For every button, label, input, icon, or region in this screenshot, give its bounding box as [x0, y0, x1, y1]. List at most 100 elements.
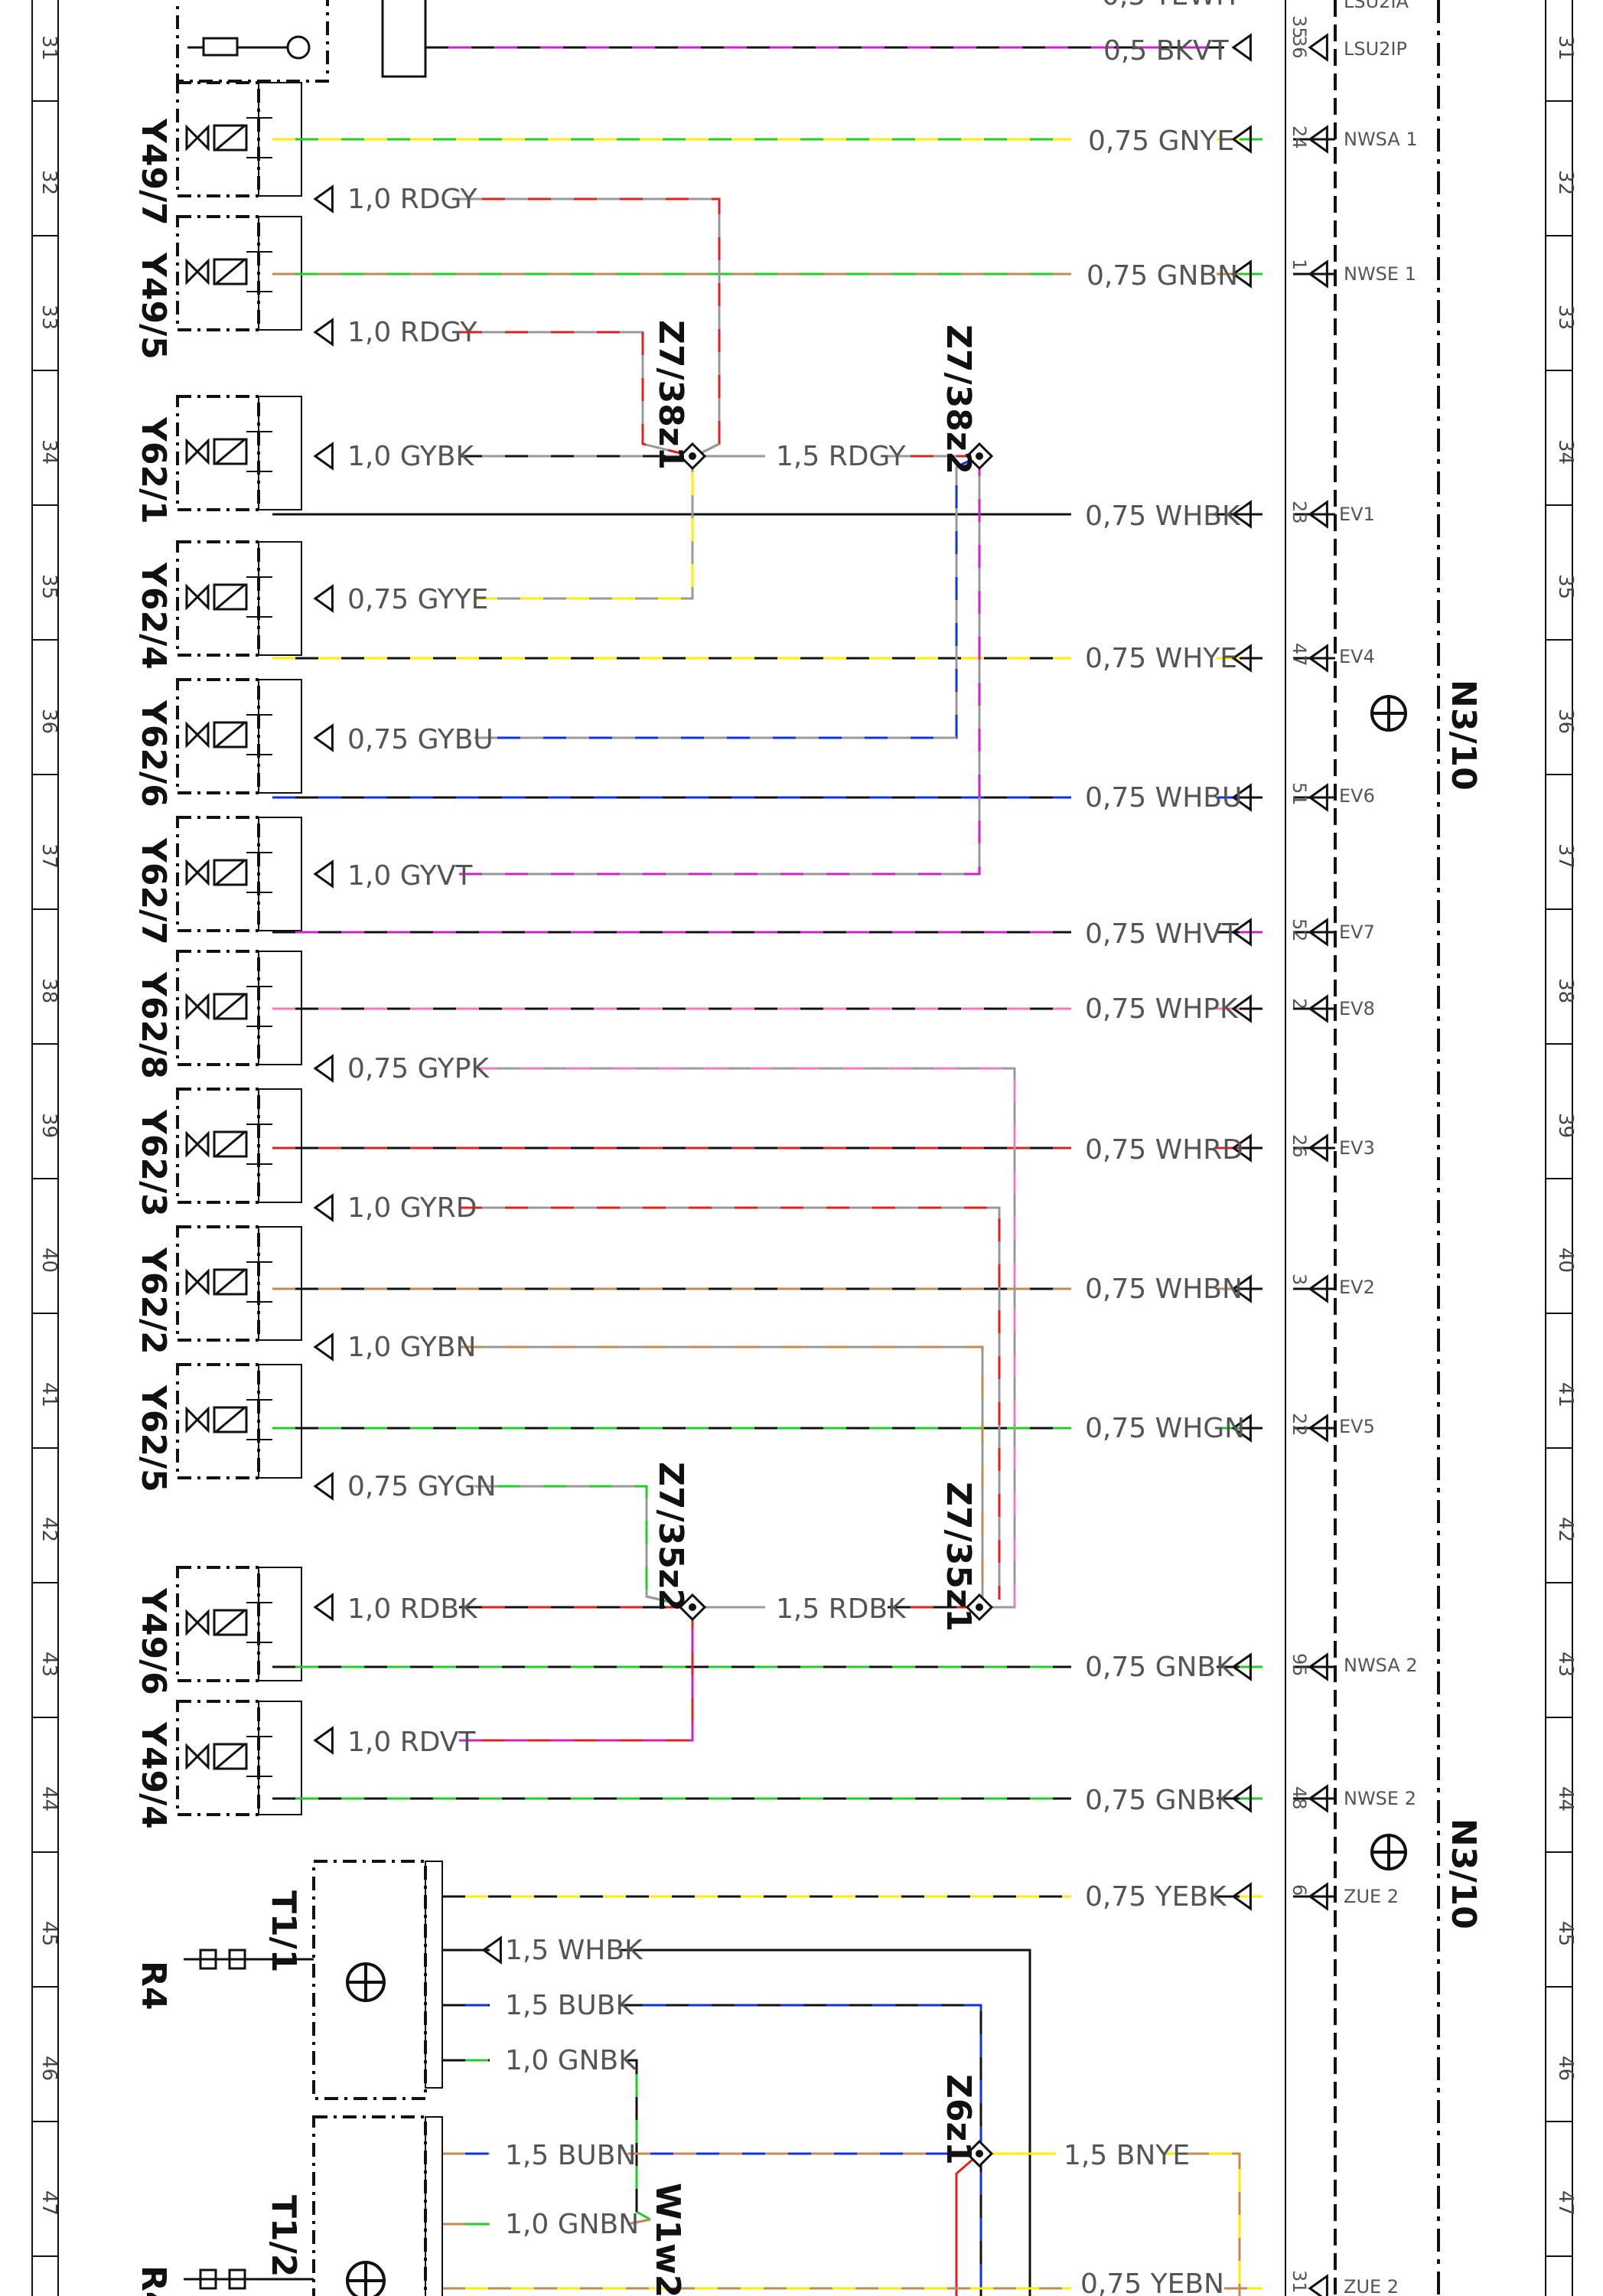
wire-label: 0,75 WHBN: [1085, 1274, 1243, 1305]
connector-arrow-icon: [313, 584, 334, 613]
row-number: 37: [1554, 843, 1577, 869]
wire-label: 0,75 YEBK: [1085, 1881, 1227, 1913]
row-number: 45: [1554, 1921, 1577, 1946]
solenoid-coil-icon: [213, 1743, 248, 1770]
row-number: 43: [37, 1652, 60, 1677]
connector-arrow-icon: [1231, 125, 1252, 154]
connector-arrow-icon: [1231, 1882, 1252, 1911]
connector-arrow-icon: [1231, 33, 1252, 62]
wire-gyrd-stripe: [459, 1206, 1001, 1600]
wire-bubk-stripe: [620, 2004, 982, 2296]
connector-arrow-icon: [1231, 1784, 1252, 1813]
splice-dot-icon: [689, 452, 696, 460]
pin-number: 36: [1289, 35, 1310, 59]
component-label: Y62/4: [134, 562, 173, 670]
row-number: 38: [1554, 978, 1577, 1003]
connector-arrow-icon: [1308, 1784, 1328, 1813]
pin-name: NWSA 2: [1344, 1655, 1418, 1676]
wire-label: 1,0 GYBN: [347, 1332, 476, 1363]
pin-number: 31: [1289, 2270, 1310, 2294]
pin-name: EV7: [1339, 921, 1375, 943]
wire-label: 0,75 WHVT: [1085, 918, 1240, 950]
coil-wire-label: 1,0 GNBN: [505, 2209, 639, 2240]
splice-label: Z7/35z1: [939, 1482, 978, 1632]
pin-name: EV4: [1339, 646, 1375, 667]
coil-wire-label: 1,5 WHBK: [505, 1935, 643, 1966]
pin-number: 6: [1289, 1884, 1310, 1896]
pin-number: 1: [1289, 259, 1310, 270]
valve-symbol-icon: [185, 438, 210, 465]
connector-arrow-icon: [313, 1332, 334, 1362]
top-pin-number: 35: [1289, 15, 1310, 39]
connector-arrow-icon: [313, 1193, 334, 1222]
wire-gybn-stripe: [459, 1345, 984, 1600]
wire-rdgy-stripe: [459, 197, 721, 458]
row-number: 39: [37, 1113, 60, 1138]
wire-label: 0,75 GYPK: [347, 1053, 490, 1084]
row-number: 47: [1554, 2190, 1577, 2216]
connector-arrow-icon: [1308, 1652, 1328, 1681]
connector-arrow-icon: [313, 442, 334, 471]
pin-labels: LSU2IP NWSA 1 NWSE 1 EV1 EV4 EV6 EV7 EV8…: [1289, 35, 1418, 2296]
row-number: 43: [1554, 1652, 1577, 1677]
wire-gyye: [474, 456, 694, 600]
solenoid-coil-icon: [215, 124, 246, 152]
row-number: 33: [37, 305, 60, 330]
connector-arrow-icon: [313, 1726, 334, 1755]
connector-arrow-icon: [313, 1054, 334, 1083]
row-number: 31: [37, 35, 60, 60]
connector-arrow-icon: [1231, 994, 1252, 1023]
valve-symbol-icon: [185, 258, 210, 285]
solenoid-coil-icon: [215, 1406, 246, 1433]
row-dividers: [32, 100, 1572, 2257]
wire-label: 1,0 RDGY: [347, 317, 478, 348]
pin-number: 24: [1289, 126, 1310, 149]
component-label: Y62/3: [134, 1109, 173, 1217]
wire-label: 0,75 WHGN: [1085, 1413, 1245, 1444]
top-pin-label: LSU2IA: [1344, 0, 1409, 12]
pin-number: 51: [1289, 782, 1310, 806]
resistor-label: R4: [134, 2265, 173, 2296]
row-number: 42: [37, 1517, 60, 1542]
wire-gybu: [474, 455, 980, 739]
row-number: 36: [1554, 709, 1577, 734]
wire-label: 0,75 GNBK: [1085, 1785, 1235, 1816]
valve-connector: [258, 1088, 302, 1203]
solenoid-coil-icon: [213, 438, 248, 465]
solenoid-coil-icon: [215, 258, 246, 285]
wire-gypk: [474, 1067, 1016, 1609]
wire-whbk: [620, 1949, 1031, 2296]
row-number: 42: [1554, 1517, 1577, 1542]
wire-gyrd: [459, 1206, 1001, 1600]
wire-gybu-stripe: [474, 455, 980, 739]
bridge-wire-label: 1,5 RDBK: [776, 1593, 907, 1625]
wire-label: 0,75 GNYE: [1088, 126, 1234, 157]
row-number: 46: [37, 2056, 60, 2081]
left-wire-labels: 1,0 RDGY 1,0 RDGY 1,0 GYBK 0,75 GYYE 0,7…: [347, 184, 497, 1758]
pin-name: ZUE 2: [1344, 2276, 1399, 2296]
frame: [31, 0, 1573, 2296]
connector-arrow-icon: [1231, 259, 1252, 289]
wire-label: 0,75 WHPK: [1085, 993, 1239, 1025]
wire-rdgy-stripe: [459, 331, 693, 458]
row-number: 33: [1554, 305, 1577, 330]
connector-arrow-icon: [1308, 918, 1328, 947]
valve-symbol-icon: [185, 124, 210, 152]
wire-rdvt-stripe: [459, 1607, 694, 1742]
coil-label: T1/2: [264, 2195, 303, 2277]
connector-arrow-icon: [313, 1593, 334, 1622]
solenoid-coil-icon: [215, 1609, 246, 1636]
connector-arrow-icon: [1231, 783, 1252, 812]
connector-arrow-icon: [1308, 1414, 1328, 1443]
row-number: 44: [37, 1786, 60, 1812]
wire-label: 0,75 WHYE: [1085, 643, 1237, 674]
component-label: Y49/4: [134, 1721, 173, 1829]
wire-label: 1,0 RDVT: [347, 1727, 476, 1758]
wire-label: 1,0 GYBK: [347, 441, 474, 472]
splice-dot-icon: [976, 1603, 983, 1611]
wire-label: 0,75 WHBU: [1085, 782, 1242, 814]
row-number: 41: [37, 1382, 60, 1407]
row-number-labels: 31 32 33 34 35 36 37 38 39 40 41 42 43 4…: [37, 35, 1577, 2216]
solenoid-coil-icon: [213, 1609, 248, 1636]
